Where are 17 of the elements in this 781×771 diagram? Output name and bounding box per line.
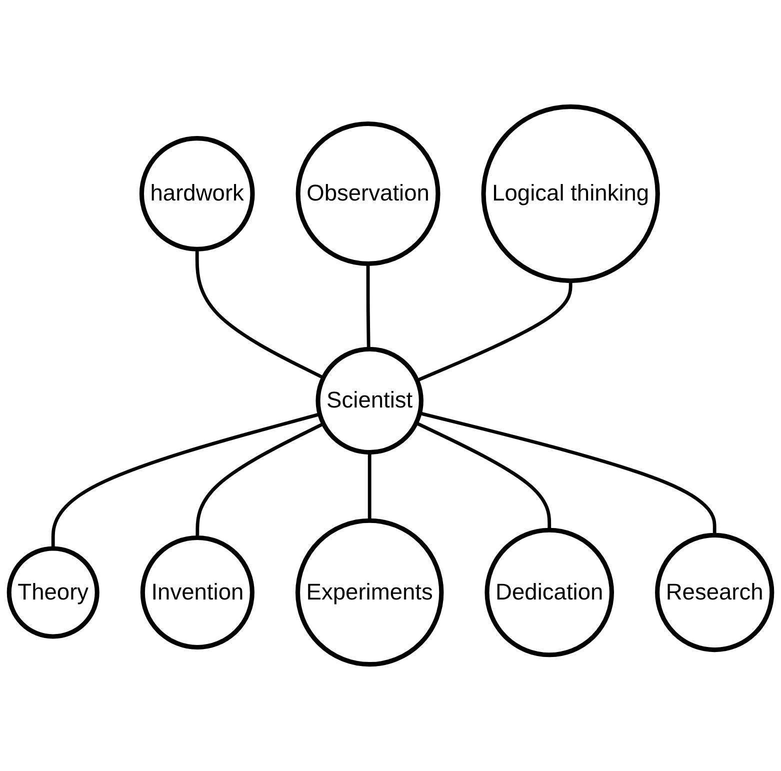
node-circle: Observation — [296, 121, 440, 266]
node-circle: Theory — [6, 546, 100, 639]
node-circle: Dedication — [484, 528, 614, 658]
connector — [195, 249, 324, 380]
node-circle: Scientist — [316, 346, 424, 455]
connector — [368, 452, 372, 521]
node-circle: Invention — [140, 535, 254, 650]
connector — [51, 412, 320, 548]
connector — [419, 412, 716, 536]
node-circle: Research — [655, 532, 774, 652]
node-circle: Experiments — [295, 518, 444, 667]
connector — [366, 264, 370, 350]
node-circle: hardwork — [139, 136, 255, 252]
connector — [196, 422, 324, 538]
node-circle: Logical thinking — [481, 104, 660, 284]
connector — [416, 280, 572, 382]
connector — [415, 421, 552, 530]
